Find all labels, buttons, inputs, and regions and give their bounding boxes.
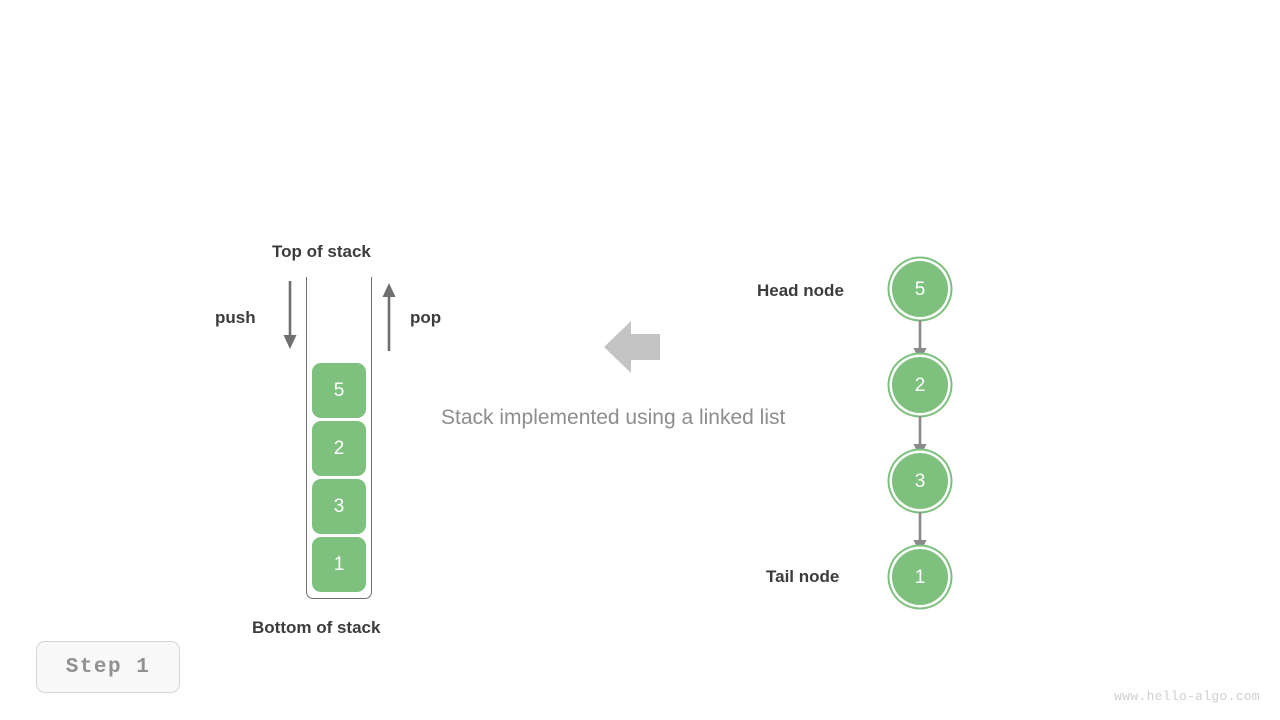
tail-node-label: Tail node (766, 567, 840, 586)
push-label: push (215, 308, 256, 327)
node-link-arrow-icon (913, 512, 927, 554)
pop-label: pop (410, 308, 442, 327)
stack-block: 2 (312, 421, 366, 476)
stack-block: 3 (312, 479, 366, 534)
stack-block-list: 5 2 3 1 (312, 363, 366, 592)
pop-arrow-up-icon (382, 283, 396, 351)
bottom-of-stack-label: Bottom of stack (252, 618, 381, 637)
diagram-caption: Stack implemented using a linked list (441, 406, 786, 429)
left-pointing-block-arrow-icon (604, 321, 660, 373)
linked-list-node: 5 (892, 261, 948, 317)
stack-block: 1 (312, 537, 366, 592)
linked-list-node: 3 (892, 453, 948, 509)
head-node-label: Head node (757, 281, 844, 300)
node-link-arrow-icon (913, 320, 927, 362)
watermark-url: www.hello-algo.com (1114, 689, 1260, 704)
stack-block: 5 (312, 363, 366, 418)
linked-list-node: 1 (892, 549, 948, 605)
step-badge: Step 1 (36, 641, 180, 693)
linked-list-node: 2 (892, 357, 948, 413)
stack-diagram: Top of stack push pop 5 2 3 1 Bottom of … (0, 0, 560, 720)
linked-list-diagram: Head node Tail node 5 2 3 1 (700, 0, 1280, 720)
node-link-arrow-icon (913, 416, 927, 458)
push-arrow-down-icon (283, 281, 297, 349)
top-of-stack-label: Top of stack (272, 242, 371, 261)
stack-container (306, 277, 372, 599)
